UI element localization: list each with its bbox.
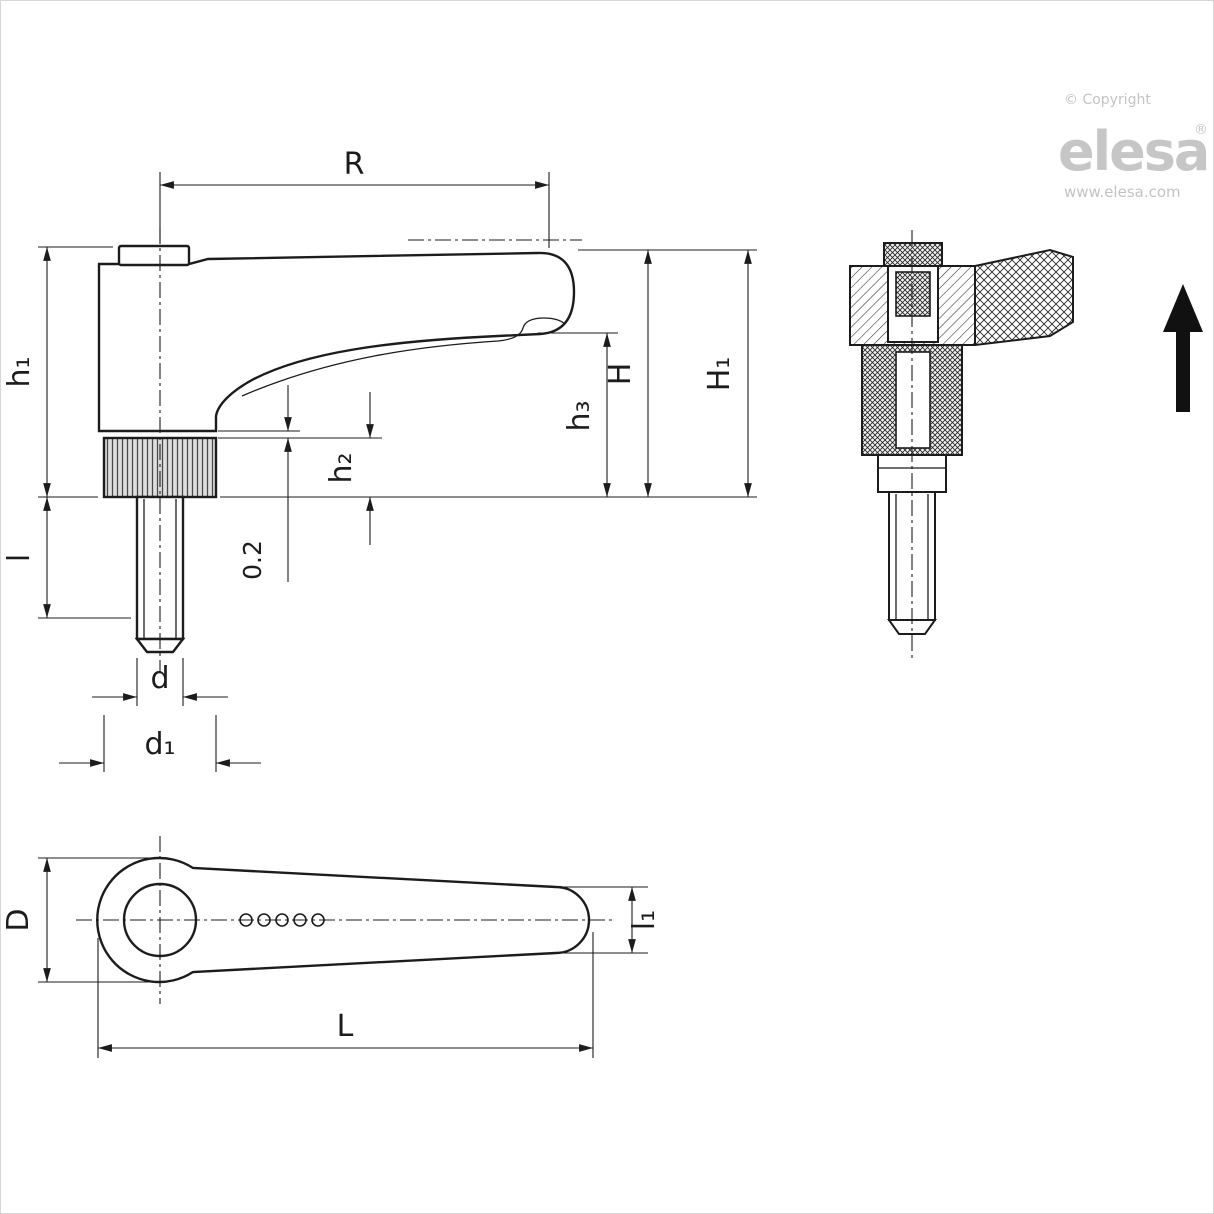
dim-label-d: d [150, 661, 169, 696]
dim-label-l1: l₁ [627, 910, 662, 930]
lever-body-outline [97, 251, 576, 433]
website-text: www.elesa.com [1064, 183, 1181, 201]
dim-l1: l₁ [562, 886, 662, 954]
registered-mark-icon: ® [1194, 122, 1208, 138]
top-view-outline [96, 856, 591, 984]
dim-L: L [97, 932, 594, 1058]
dim-label-h2: h₂ [324, 452, 359, 483]
dim-H: H [603, 250, 652, 497]
dim-l: l [2, 497, 131, 619]
dim-label-D: D [1, 908, 36, 931]
lever-grip-contour [241, 317, 566, 397]
dim-label-clearance: 0.2 [238, 540, 267, 580]
dim-clearance: 0.2 [218, 385, 300, 582]
dim-label-h3: h₃ [562, 400, 597, 431]
dim-R: R [159, 147, 550, 248]
dim-label-h1: h₁ [2, 356, 37, 387]
dim-label-d1: d₁ [144, 727, 175, 762]
elesa-logo: elesa [1058, 120, 1208, 183]
dim-label-l: l [2, 554, 37, 562]
dim-label-L: L [337, 1009, 354, 1044]
copyright-text: © Copyright [1064, 92, 1151, 108]
dim-d: d [92, 658, 228, 706]
dim-h3: h₃ [538, 332, 618, 497]
dim-label-R: R [344, 147, 365, 182]
elesa-branding: © Copyright elesa ® www.elesa.com [1058, 92, 1210, 201]
section-spring-insert [895, 271, 931, 317]
dim-h2: h₂ [218, 392, 382, 545]
clamping-element-section [849, 230, 1074, 660]
lever-cap [117, 244, 191, 267]
section-cap [883, 242, 943, 267]
section-knurl-slot [895, 351, 931, 449]
side-view-dimensions: R h₁ l h₃ H H₁ [2, 147, 757, 772]
dim-d1: d₁ [59, 715, 261, 772]
lever-top-view [76, 836, 612, 1004]
dim-H1: H₁ [702, 250, 752, 497]
direction-arrow-icon [1163, 284, 1203, 412]
dim-D: D [1, 857, 150, 983]
dim-label-H1: H₁ [702, 357, 737, 392]
dim-h1: h₁ [2, 246, 113, 498]
lever-side-view [97, 228, 582, 672]
top-view-dimensions: D l₁ L [1, 857, 662, 1058]
dim-label-H: H [603, 363, 638, 386]
section-arm [974, 248, 1074, 347]
